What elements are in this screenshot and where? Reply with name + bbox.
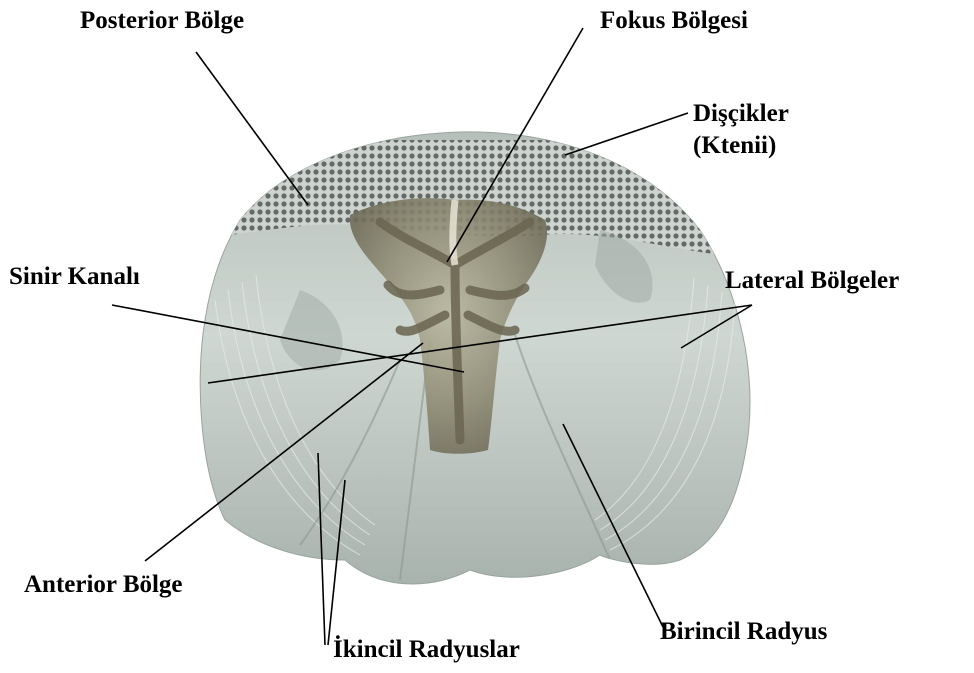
leader-posterior <box>196 52 308 205</box>
label-posterior: Posterior Bölge <box>80 6 244 36</box>
leader-ctenii <box>565 113 688 155</box>
label-ctenii-line1: Dişçikler <box>693 98 789 130</box>
label-primary-radius: Birincil Radyus <box>660 617 827 647</box>
label-nerve-canal: Sinir Kanalı <box>9 262 140 292</box>
label-lateral: Lateral Bölgeler <box>725 266 899 296</box>
label-ctenii-line2: (Ktenii) <box>693 130 789 162</box>
scale-body <box>200 132 750 584</box>
label-focus: Fokus Bölgesi <box>600 6 748 36</box>
label-secondary-radii: İkincil Radyuslar <box>333 635 520 665</box>
label-ctenii: Dişçikler (Ktenii) <box>693 98 789 162</box>
label-anterior: Anterior Bölge <box>24 570 183 600</box>
